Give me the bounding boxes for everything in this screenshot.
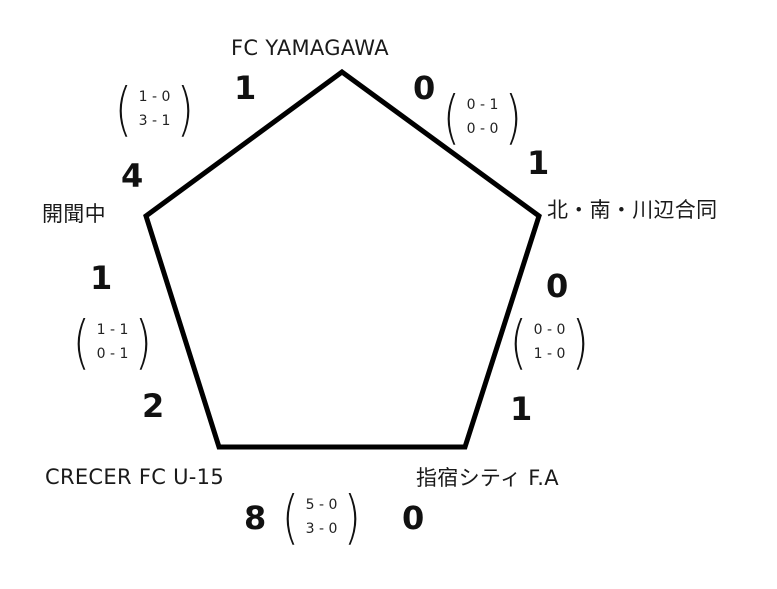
close-paren: ) [344,483,362,551]
close-paren: ) [135,308,153,376]
half-scores-top-left: ( 1 - 0 3 - 1 ) [112,80,197,138]
score-kaimon-vs-crecer: 1 [90,259,113,297]
first-half-score: 1 - 1 [96,322,129,338]
first-half-score: 1 - 0 [138,89,171,105]
score-crecer-vs-kaimon: 2 [142,387,165,425]
second-half-score: 0 - 1 [96,346,129,362]
close-paren: ) [177,75,195,143]
second-half-score: 1 - 0 [533,346,566,362]
team-label-fc-yamagawa: FC YAMAGAWA [231,36,389,60]
half-scores-bottom: ( 5 - 0 3 - 0 ) [279,488,364,546]
close-paren: ) [572,308,590,376]
pentagon-outline [143,68,542,450]
first-half-score: 0 - 1 [466,97,499,113]
close-paren: ) [505,83,523,151]
open-paren: ( [442,83,460,151]
first-half-score: 5 - 0 [305,497,338,513]
second-half-score: 3 - 0 [305,521,338,537]
team-label-kaimon-chu: 開聞中 [42,202,106,226]
open-paren: ( [509,308,527,376]
score-crecer-vs-ibusuki: 8 [244,499,267,537]
score-ibusuki-vs-kitaminami: 1 [510,390,533,428]
half-scores-top-right: ( 0 - 1 0 - 0 ) [440,88,525,146]
score-yamagawa-vs-kaimon: 1 [234,69,257,107]
open-paren: ( [72,308,90,376]
team-label-crecer-fc-u15: CRECER FC U-15 [45,465,225,489]
open-paren: ( [281,483,299,551]
half-scores-left: ( 1 - 1 0 - 1 ) [70,313,155,371]
second-half-score: 0 - 0 [466,121,499,137]
team-label-kita-minami-kawanabe: 北・南・川辺合同 [547,198,718,222]
open-paren: ( [114,75,132,143]
score-kitaminami-vs-yamagawa: 1 [527,144,550,182]
half-scores-right: ( 0 - 0 1 - 0 ) [507,313,592,371]
first-half-score: 0 - 0 [533,322,566,338]
score-yamagawa-vs-kitaminami: 0 [413,69,436,107]
score-kaimon-vs-yamagawa: 4 [121,157,144,195]
score-kitaminami-vs-ibusuki: 0 [546,267,569,305]
team-label-ibusuki-city-fa: 指宿シティ F.A [416,466,559,490]
score-ibusuki-vs-crecer: 0 [402,499,425,537]
second-half-score: 3 - 1 [138,113,171,129]
